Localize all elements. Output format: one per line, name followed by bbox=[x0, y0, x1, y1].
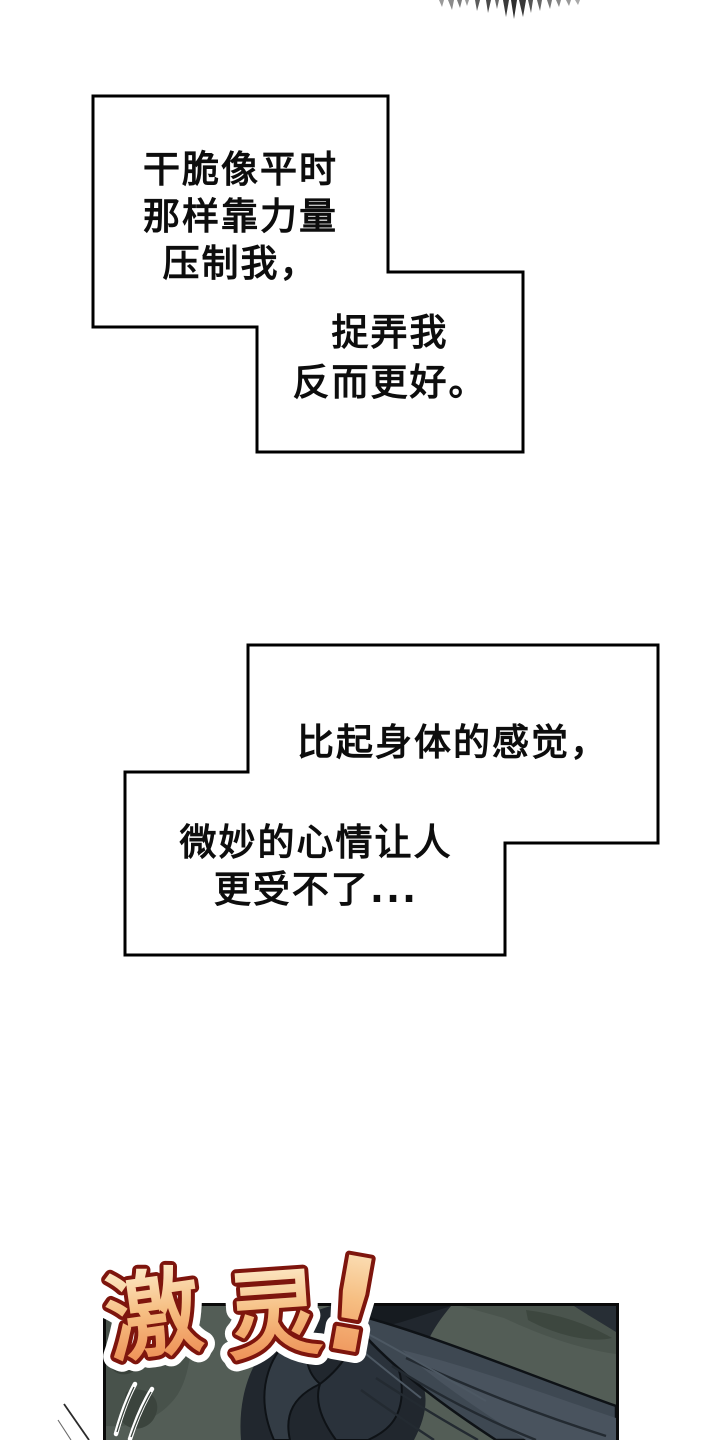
bubble-line: 压制我， bbox=[162, 242, 319, 285]
hair-illustration bbox=[106, 1306, 616, 1440]
svg-text:灵: 灵 bbox=[223, 1258, 325, 1374]
bubble1-text-part1: 干脆像平时 那样靠力量 压制我， bbox=[93, 146, 388, 287]
artwork-panel bbox=[103, 1303, 619, 1440]
svg-text:灵: 灵 bbox=[223, 1258, 325, 1374]
panel-speed-lines-icon bbox=[113, 1381, 155, 1440]
bubble-line: 干脆像平时 bbox=[143, 148, 338, 191]
top-speed-lines-icon bbox=[439, 0, 580, 19]
svg-text:激: 激 bbox=[99, 1255, 208, 1377]
bubble-line: 更受不了... bbox=[213, 868, 419, 911]
sfx-text: 激 灵 ! 激 灵 ! bbox=[88, 1228, 400, 1397]
bubble-line: 反而更好。 bbox=[292, 361, 488, 404]
bubble-line: 那样靠力量 bbox=[143, 195, 338, 238]
svg-text:!: ! bbox=[309, 1228, 394, 1386]
bubble1-text-part2: 捉弄我 反而更好。 bbox=[257, 308, 523, 408]
bubble-line: 捉弄我 bbox=[331, 311, 449, 354]
sfx-glyphs: 激 灵 ! bbox=[95, 1228, 398, 1390]
bubble2-text-part2: 微妙的心情让人 更受不了... bbox=[125, 819, 507, 913]
stray-speed-lines-icon bbox=[57, 1403, 90, 1440]
speech-bubble-2 bbox=[123, 643, 660, 957]
bubble2-text-part1: 比起身体的感觉， bbox=[248, 719, 658, 766]
bubble-line: 微妙的心情让人 bbox=[179, 821, 453, 864]
speech-bubble-1 bbox=[91, 94, 525, 454]
bubble-line: 比起身体的感觉， bbox=[297, 721, 609, 764]
